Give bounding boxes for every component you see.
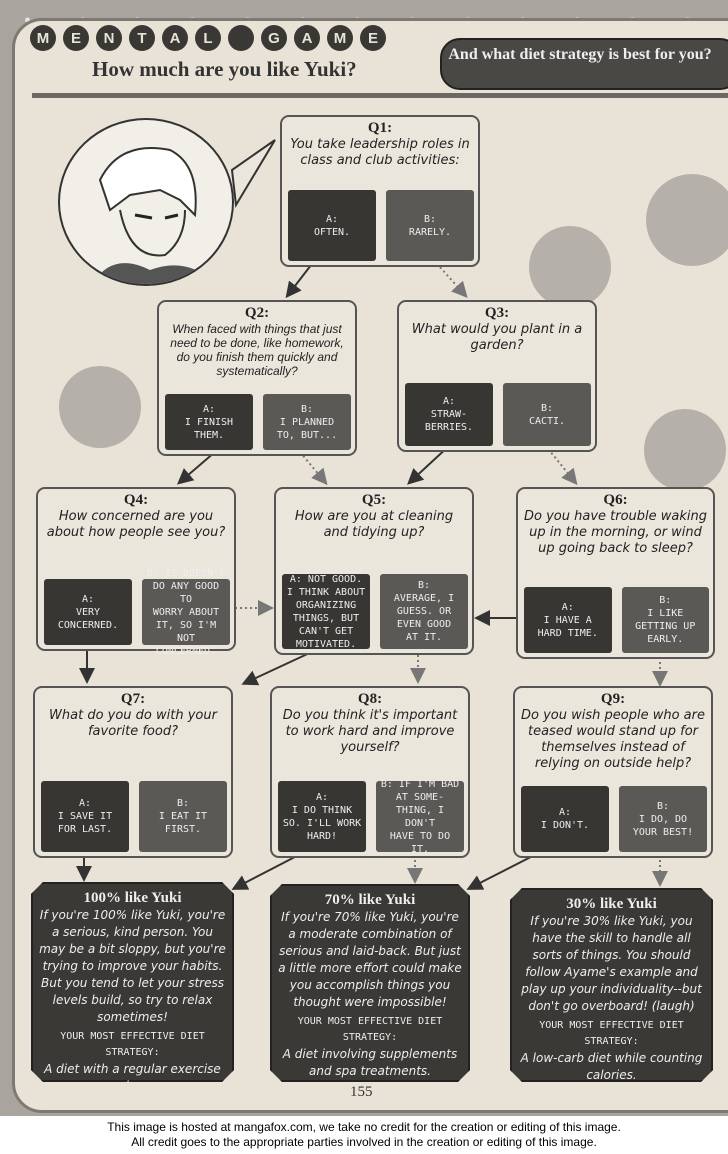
caption-line: This image is hosted at mangafox.com, we… <box>107 1120 621 1134</box>
logo-letter: E <box>63 25 89 51</box>
question-box-1: Q1:You take leadership roles in class an… <box>280 115 480 267</box>
question-number: Q7: <box>120 691 146 707</box>
answer-b-button[interactable]: B: AVERAGE, I GUESS. OR EVEN GOOD AT IT. <box>380 574 468 649</box>
result-box: 70% like Yuki If you're 70% like Yuki, yo… <box>270 884 470 1082</box>
answer-b-button[interactable]: B: RARELY. <box>386 190 474 261</box>
diet-strategy: A low-carb diet while counting calories. <box>520 1051 703 1082</box>
question-number: Q9: <box>600 691 626 707</box>
question-box-9: Q9:Do you wish people who are teased wou… <box>513 686 713 858</box>
logo-letter: E <box>360 25 386 51</box>
diet-strategy: A diet involving supplements and spa tre… <box>282 1047 458 1078</box>
answer-a-button[interactable]: A: I HAVE A HARD TIME. <box>524 587 612 653</box>
question-text: How concerned are you about how people s… <box>46 509 226 540</box>
result-description: If you're 70% like Yuki, you're a modera… <box>278 910 462 1009</box>
credit-caption: This image is hosted at mangafox.com, we… <box>0 1120 728 1150</box>
question-box-3: Q3:What would you plant in a garden? A: S… <box>397 300 597 452</box>
strategy-label: YOUR MOST EFFECTIVE DIET STRATEGY: <box>60 1031 205 1058</box>
flower-decoration <box>652 180 728 260</box>
result-title: 100% like Yuki <box>83 890 182 906</box>
answer-a-button[interactable]: A: I DON'T. <box>521 786 609 852</box>
answer-a-button[interactable]: A: I FINISH THEM. <box>165 394 253 450</box>
question-text: What do you do with your favorite food? <box>49 708 217 739</box>
question-box-6: Q6:Do you have trouble waking up in the … <box>516 487 715 659</box>
question-box-8: Q8:Do you think it's important to work h… <box>270 686 470 858</box>
answer-b-button[interactable]: B: I PLANNED TO, BUT... <box>263 394 351 450</box>
result-title: 70% like Yuki <box>324 892 416 908</box>
question-text: You take leadership roles in class and c… <box>290 137 470 168</box>
subtitle-banner: And what diet strategy is best for you? <box>440 38 728 90</box>
logo-letter <box>228 25 254 51</box>
question-box-2: Q2:When faced with things that just need… <box>157 300 357 456</box>
question-number: Q4: <box>123 492 149 508</box>
question-box-5: Q5:How are you at cleaning and tidying u… <box>274 487 474 655</box>
answer-b-button[interactable]: B: IF I'M BAD AT SOME- THING, I DON'T HA… <box>376 779 464 855</box>
question-text: Do you think it's important to work hard… <box>282 708 458 755</box>
question-number: Q2: <box>244 305 270 321</box>
strategy-label: YOUR MOST EFFECTIVE DIET STRATEGY: <box>297 1016 443 1043</box>
answer-a-button[interactable]: A: VERY CONCERNED. <box>44 579 132 645</box>
strategy-label: YOUR MOST EFFECTIVE DIET STRATEGY: <box>539 1020 684 1047</box>
logo-letter: T <box>129 25 155 51</box>
question-number: Q8: <box>357 691 383 707</box>
logo-letter: M <box>327 25 353 51</box>
caption-line: All credit goes to the appropriate parti… <box>131 1135 597 1149</box>
yuki-portrait <box>58 118 234 286</box>
question-number: Q5: <box>361 492 387 508</box>
answer-b-button[interactable]: B: CACTI. <box>503 383 591 446</box>
answer-a-button[interactable]: A: I DO THINK SO. I'LL WORK HARD! <box>278 781 366 852</box>
answer-b-button[interactable]: B: I DO, DO YOUR BEST! <box>619 786 707 852</box>
result-title: 30% like Yuki <box>566 896 657 912</box>
page-number: 155 <box>350 1084 373 1100</box>
flower-decoration <box>65 372 135 442</box>
page-title: How much are you like Yuki? <box>92 57 357 81</box>
question-number: Q1: <box>367 120 393 136</box>
answer-a-button[interactable]: A: OFTEN. <box>288 190 376 261</box>
answer-b-button[interactable]: B: I LIKE GETTING UP EARLY. <box>621 587 709 653</box>
logo-letter: G <box>261 25 287 51</box>
result-description: If you're 100% like Yuki, you're a serio… <box>39 908 226 1024</box>
divider <box>32 93 728 98</box>
question-number: Q3: <box>484 305 510 321</box>
question-number: Q6: <box>603 492 628 508</box>
question-text: Do you wish people who are teased would … <box>521 708 705 771</box>
logo-letter: N <box>96 25 122 51</box>
answer-a-button[interactable]: A: I SAVE IT FOR LAST. <box>41 781 129 852</box>
question-box-7: Q7:What do you do with your favorite foo… <box>33 686 233 858</box>
result-box: 100% like Yuki If you're 100% like Yuki, … <box>31 882 234 1082</box>
flower-decoration <box>535 232 605 302</box>
question-text: When faced with things that just need to… <box>170 322 344 378</box>
flower-decoration <box>650 415 720 485</box>
logo-letter: A <box>294 25 320 51</box>
logo-letter: L <box>195 25 221 51</box>
logo-letter: A <box>162 25 188 51</box>
answer-a-button[interactable]: A: NOT GOOD. I THINK ABOUT ORGANIZING TH… <box>282 574 370 650</box>
logo-letter: M <box>30 25 56 51</box>
result-description: If you're 30% like Yuki, you have the sk… <box>521 914 702 1013</box>
answer-a-button[interactable]: A: STRAW- BERRIES. <box>405 383 493 446</box>
answer-b-button[interactable]: B: I EAT IT FIRST. <box>139 781 227 852</box>
result-box: 30% like Yuki If you're 30% like Yuki, yo… <box>510 888 713 1082</box>
question-text: How are you at cleaning and tidying up? <box>294 509 454 540</box>
question-box-4: Q4:How concerned are you about how peopl… <box>36 487 236 657</box>
answer-b-button[interactable]: B: IT DOESN'T DO ANY GOOD TO WORRY ABOUT… <box>142 568 230 657</box>
question-text: Do you have trouble waking up in the mor… <box>524 509 708 556</box>
question-text: What would you plant in a garden? <box>411 322 583 353</box>
